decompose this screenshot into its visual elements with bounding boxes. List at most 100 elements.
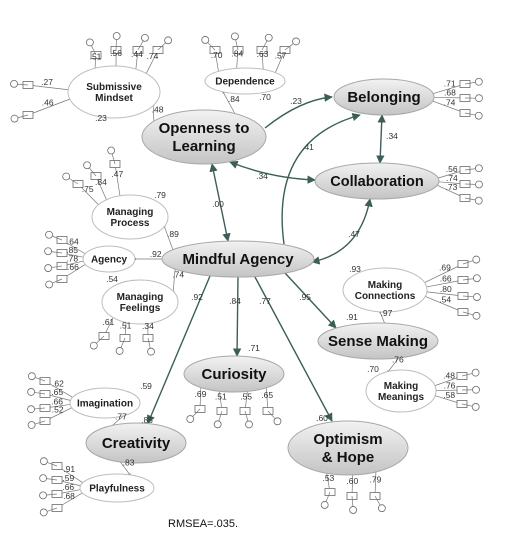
path-coefficient-mindful-curiosity: .84 xyxy=(229,296,241,306)
indicator-loading: .34 xyxy=(142,321,154,331)
indicator-loading: .69 xyxy=(439,263,451,273)
latent-creativity[interactable] xyxy=(85,422,187,464)
indicator-loading: .44 xyxy=(131,49,143,59)
indicator-loading: .74 xyxy=(147,51,159,61)
r-squared-creativity: .85 xyxy=(141,415,153,425)
latent-dependence[interactable] xyxy=(204,67,286,95)
indicator-loading: .51 xyxy=(215,392,227,402)
error-circle xyxy=(164,36,173,45)
loading-making_meanings: .76 xyxy=(392,354,404,364)
latent-label-managing_feelings: Managing xyxy=(117,292,164,303)
indicator-loading: .54 xyxy=(439,295,451,305)
indicator-path xyxy=(424,291,464,298)
latent-mindful[interactable] xyxy=(161,240,315,278)
path-mindful-curiosity xyxy=(232,276,242,357)
r-squared-submissive: .23 xyxy=(95,113,107,123)
indicator-loading: .80 xyxy=(440,284,452,294)
error-circle xyxy=(27,421,36,429)
rmsea-fit-text: RMSEA=.035. xyxy=(168,518,239,530)
indicator-path xyxy=(424,279,464,288)
indicator-loading: .84 xyxy=(231,49,243,59)
indicator-loading: .61 xyxy=(102,317,114,327)
error-circle xyxy=(201,36,210,44)
latent-label-making_meanings: Making xyxy=(384,381,418,392)
latent-label-managing_process: Managing xyxy=(107,207,154,218)
latent-curiosity[interactable] xyxy=(183,355,285,393)
r-squared-sense: .91 xyxy=(346,312,358,322)
indicator-path xyxy=(145,49,159,76)
indicator-path xyxy=(373,470,377,497)
error-circle xyxy=(83,161,91,170)
indicator-loading: .73 xyxy=(446,182,458,192)
latent-label-openness: Openness to xyxy=(159,120,250,137)
error-circle xyxy=(147,347,155,356)
latent-managing_feelings[interactable] xyxy=(101,279,179,325)
error-circle xyxy=(115,347,124,355)
indicator-loading: .27 xyxy=(41,77,53,87)
latent-openness[interactable] xyxy=(141,109,267,165)
indicator-path xyxy=(423,295,464,313)
error-circle xyxy=(320,501,329,509)
error-circle xyxy=(107,146,116,155)
latent-making_meanings[interactable] xyxy=(365,369,437,413)
path-coefficient-mindful-collaboration: .47 xyxy=(348,229,360,239)
indicator-loading: .59 xyxy=(62,473,74,483)
path-coefficient-openness-collaboration: .34 xyxy=(256,171,268,181)
indicator-loading: .78 xyxy=(66,254,78,264)
error-circle xyxy=(44,264,53,272)
latent-label-making_meanings: Meanings xyxy=(378,392,425,403)
indicator-loading: .48 xyxy=(443,371,455,381)
latent-label-agency: Agency xyxy=(91,255,128,266)
error-circle xyxy=(45,230,53,239)
path-coefficient-mindful-optimism: .77 xyxy=(259,296,271,306)
latent-label-sense: Sense Making xyxy=(328,333,428,350)
loading-playfulness: .83 xyxy=(123,458,135,468)
loading-dependence: .84 xyxy=(228,94,240,104)
latent-collaboration[interactable] xyxy=(314,162,440,200)
loading-path-making_connections xyxy=(379,310,386,326)
latent-label-making_connections: Connections xyxy=(355,291,416,302)
loading-agency: .92 xyxy=(150,249,162,259)
latent-making_connections[interactable] xyxy=(342,267,428,313)
path-coefficient-mindful-creativity: .92 xyxy=(191,292,203,302)
error-circle xyxy=(112,32,121,40)
latent-label-belonging: Belonging xyxy=(347,89,420,106)
indicator-path xyxy=(27,83,71,91)
loading-managing_feelings: .74 xyxy=(172,270,184,280)
indicator-loading: .56 xyxy=(446,164,458,174)
r-squared-curiosity: .71 xyxy=(248,343,260,353)
error-circle xyxy=(39,457,48,466)
latent-playfulness[interactable] xyxy=(79,473,155,503)
error-circle xyxy=(10,114,19,123)
loading-path-making_meanings xyxy=(386,355,401,374)
latent-agency[interactable] xyxy=(82,245,136,273)
latent-submissive[interactable] xyxy=(67,65,161,119)
loading-managing_process: .89 xyxy=(167,229,179,239)
r-squared-dependence: .70 xyxy=(259,92,271,102)
indicator-loading: .52 xyxy=(52,405,64,415)
latent-belonging[interactable] xyxy=(333,78,435,116)
error-circle xyxy=(472,311,481,320)
indicator-loading: .71 xyxy=(444,79,456,89)
indicator-loading: .85 xyxy=(66,245,78,255)
latent-sense[interactable] xyxy=(317,322,439,360)
indicator-loading: .66 xyxy=(440,273,452,283)
error-circle xyxy=(141,33,149,42)
indicator-loading: .63 xyxy=(257,49,269,59)
path-coefficient-collaboration-belonging: .34 xyxy=(386,131,398,141)
latent-managing_process[interactable] xyxy=(91,194,169,240)
error-circle xyxy=(474,196,483,205)
indicator-loading: .55 xyxy=(240,392,252,402)
error-circle xyxy=(377,504,386,513)
loading-path-managing_process xyxy=(163,224,175,254)
latent-label-playfulness: Playfulness xyxy=(89,484,145,495)
r-squared-making_connections: .93 xyxy=(349,264,361,274)
error-circle xyxy=(27,405,35,414)
latent-imagination[interactable] xyxy=(69,387,141,419)
indicator-loading: .84 xyxy=(95,177,107,187)
latent-label-mindful: Mindful Agency xyxy=(182,251,294,268)
r-squared-managing_process: .79 xyxy=(154,190,166,200)
error-circle xyxy=(89,341,98,350)
latent-optimism[interactable] xyxy=(287,420,409,476)
